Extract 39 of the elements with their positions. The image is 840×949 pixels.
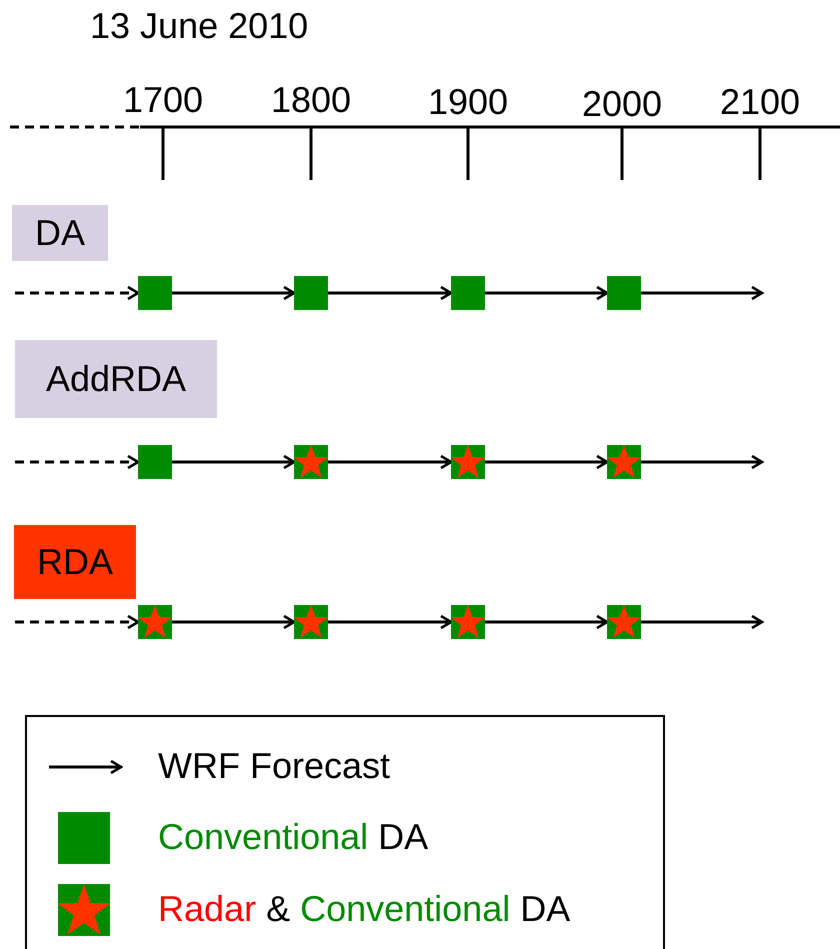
arrow: [172, 614, 296, 630]
date-label: 13 June 2010: [90, 8, 308, 44]
time-label: 1800: [270, 82, 352, 118]
experiment-label: AddRDA: [15, 340, 217, 418]
star-on-square-marker: [607, 445, 641, 479]
arrow: [328, 454, 452, 470]
square-marker: [138, 445, 172, 479]
star-on-square-marker: [607, 605, 641, 639]
experiment-label: DA: [12, 205, 108, 261]
square-marker: [294, 276, 328, 310]
legend-text: WRF Forecast: [158, 748, 390, 784]
arrow: [485, 286, 608, 300]
star-on-square-marker: [294, 445, 328, 479]
arrow: [641, 454, 764, 470]
arrow: [641, 286, 764, 300]
dashed-arrow: [15, 286, 140, 300]
time-label: 2000: [582, 86, 662, 122]
dashed-arrow: [15, 614, 140, 630]
arrow: [172, 454, 296, 470]
square-marker: [451, 276, 485, 310]
square-marker: [607, 276, 641, 310]
star-on-square-marker: [451, 605, 485, 639]
arrow: [485, 614, 608, 630]
dashed-arrow: [15, 454, 140, 470]
square-marker: [138, 276, 172, 310]
star-on-square-marker: [294, 605, 328, 639]
arrow: [641, 614, 764, 630]
experiment-label: RDA: [14, 525, 136, 599]
time-label: 1900: [428, 84, 508, 120]
arrow: [328, 286, 452, 300]
legend-text: Radar & Conventional DA: [158, 891, 570, 927]
legend-text: Conventional DA: [158, 819, 428, 855]
time-label: 2100: [720, 84, 800, 120]
arrow: [485, 454, 608, 470]
arrow: [328, 614, 452, 630]
arrow: [172, 286, 296, 300]
time-label: 1700: [122, 82, 204, 118]
star-on-square-marker: [138, 605, 172, 639]
star-on-square-marker: [451, 445, 485, 479]
